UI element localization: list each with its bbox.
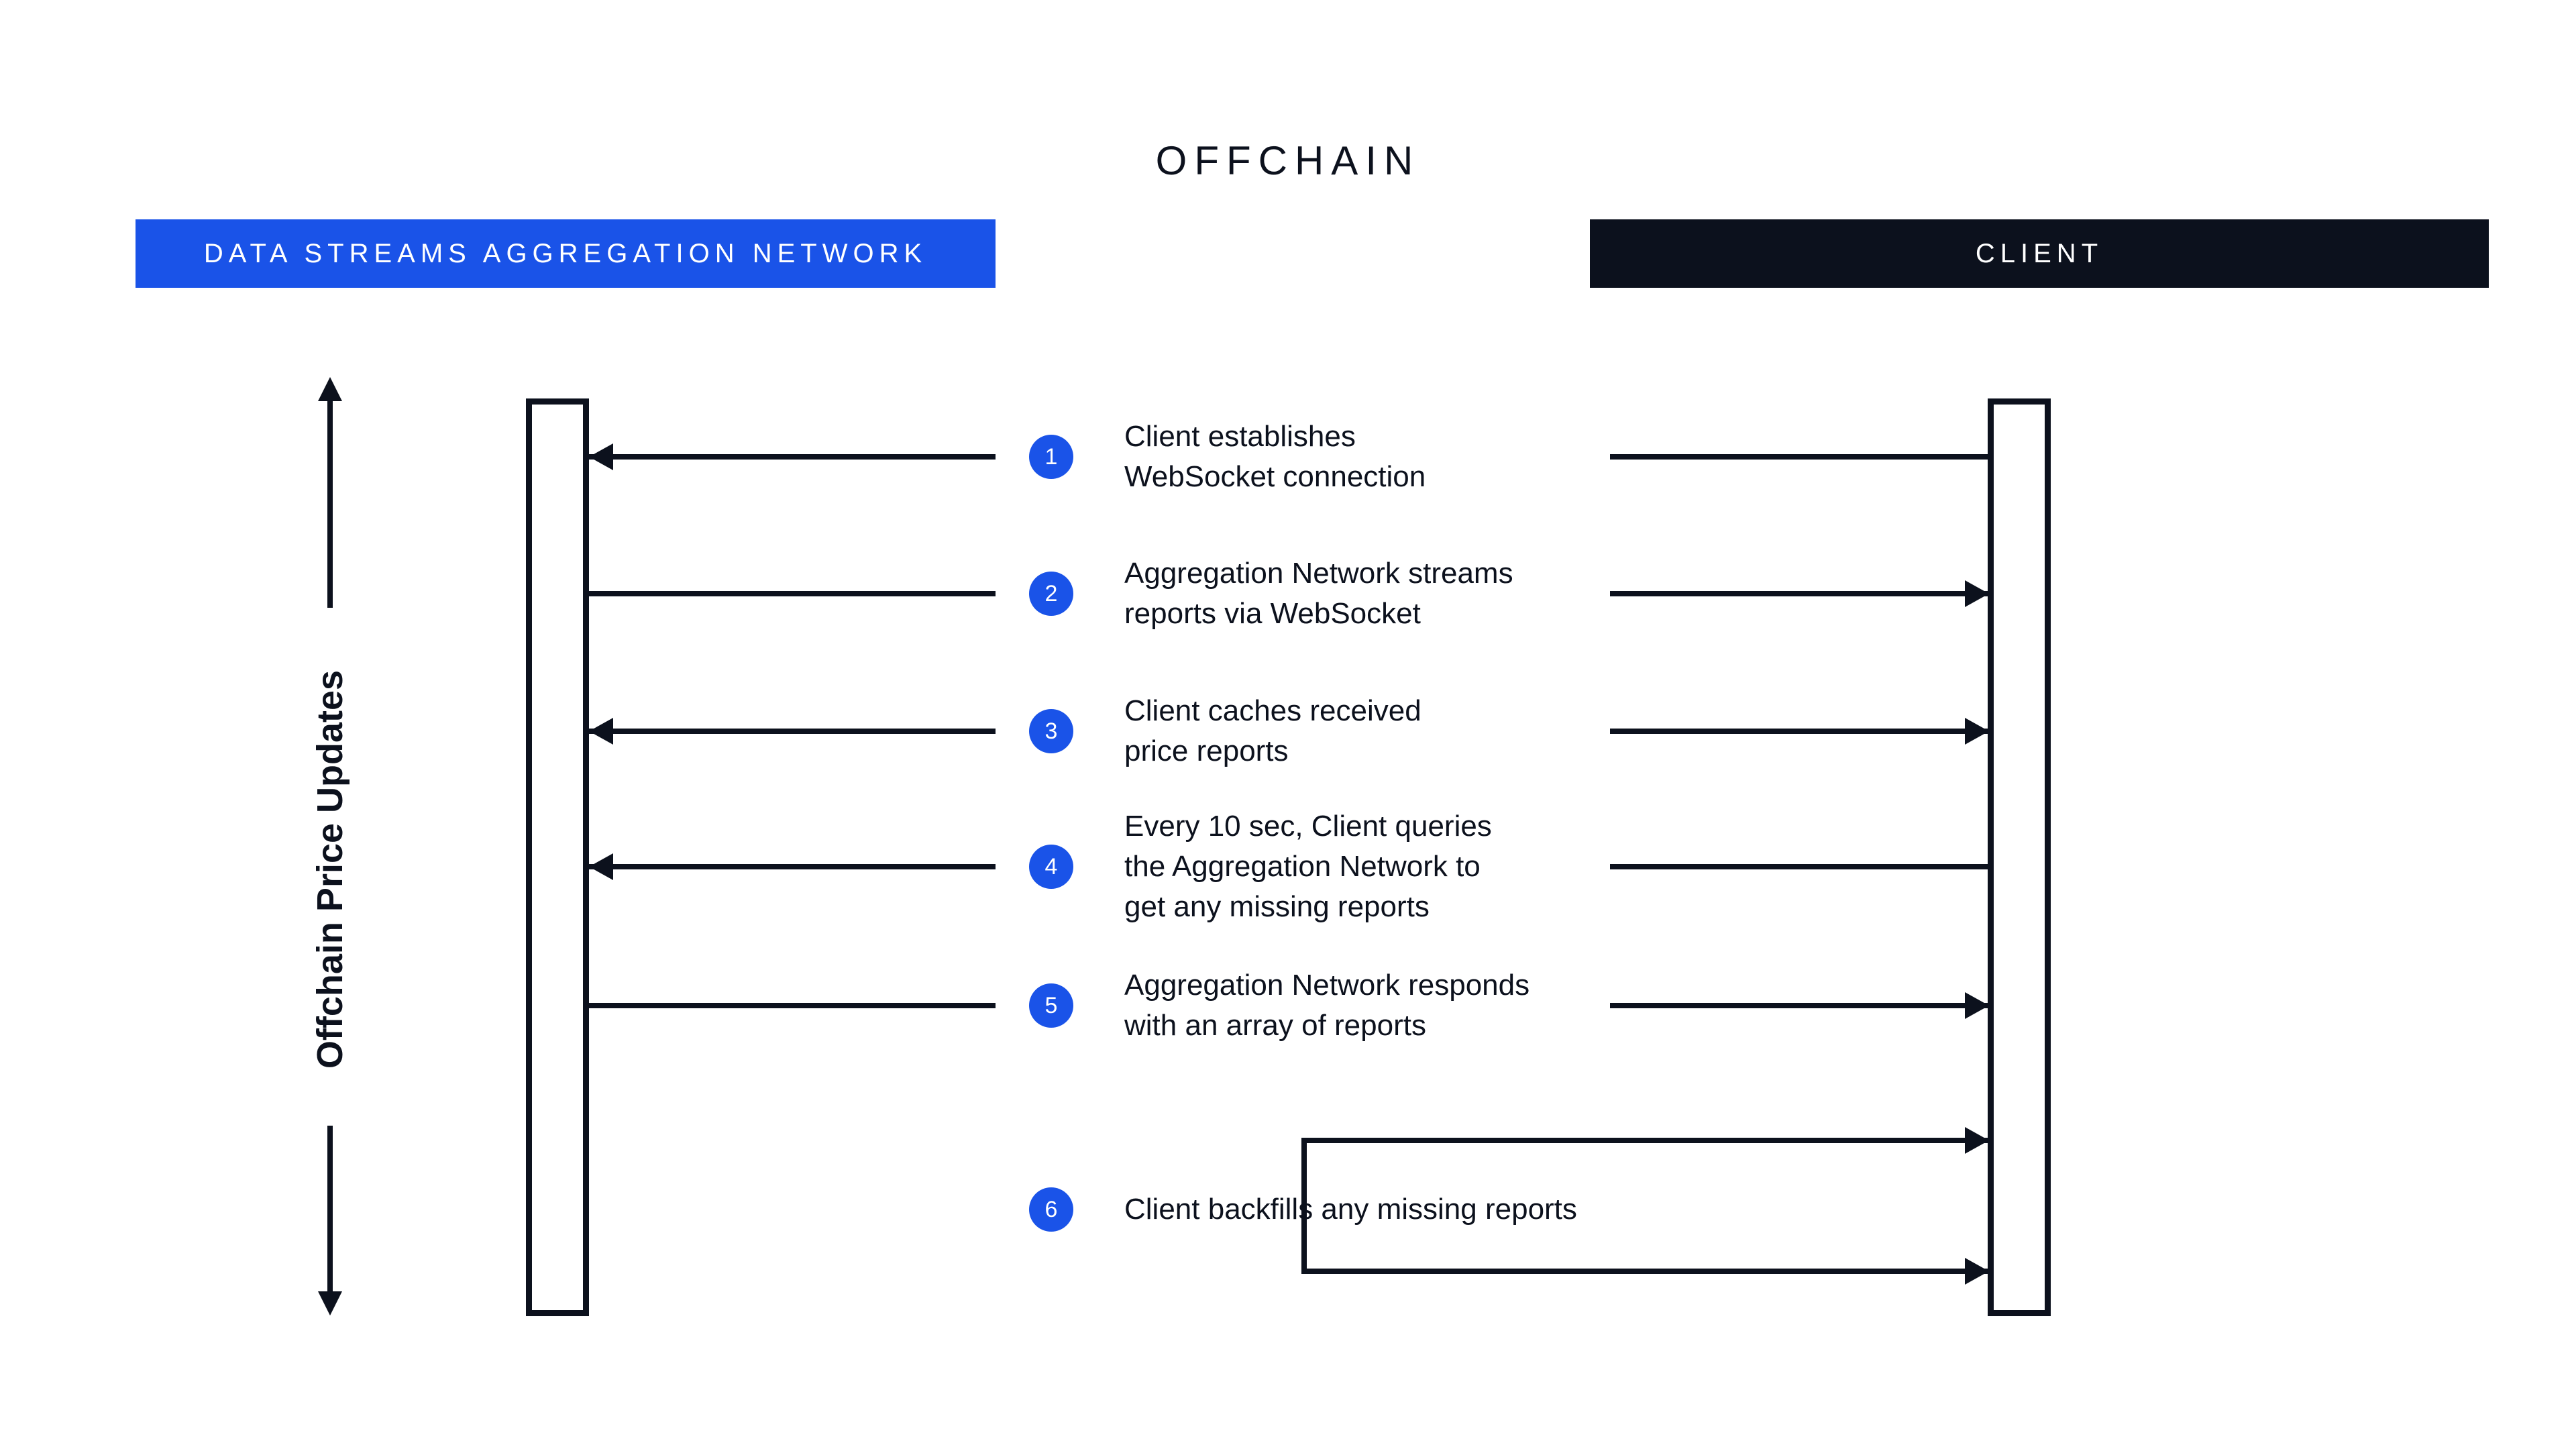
step3-number-badge: 3 xyxy=(1029,709,1073,753)
step1-left-line xyxy=(589,454,996,460)
step1-arrowhead-left-icon xyxy=(589,443,613,470)
participant-aggregation-network: DATA STREAMS AGGREGATION NETWORK xyxy=(136,219,996,288)
step3-arrowhead-left-icon xyxy=(589,718,613,745)
lifeline-client xyxy=(1988,398,2051,1316)
participant-client-label: CLIENT xyxy=(1975,238,2104,268)
step4-right-line xyxy=(1610,864,1989,869)
step6-bracket-vertical xyxy=(1301,1138,1307,1274)
axis-label: Offchain Price Updates xyxy=(310,669,350,1069)
step4-number: 4 xyxy=(1044,853,1058,879)
step2-text: Aggregation Network streams reports via … xyxy=(1124,557,1513,630)
step5-number-badge: 5 xyxy=(1029,983,1073,1028)
step5-arrowhead-right-icon xyxy=(1965,992,1989,1019)
step2-right-line xyxy=(1610,591,1989,596)
step3-right-line xyxy=(1610,729,1989,734)
step1-number-badge: 1 xyxy=(1029,435,1073,479)
step5-right-line xyxy=(1610,1003,1989,1008)
step2-number: 2 xyxy=(1044,580,1058,606)
step2-left-line xyxy=(589,591,996,596)
step1-text: Client establishes WebSocket connection xyxy=(1124,420,1426,493)
axis-arrow-up-icon xyxy=(318,377,342,401)
step4-arrowhead-left-icon xyxy=(589,853,613,880)
participant-aggregation-network-label: DATA STREAMS AGGREGATION NETWORK xyxy=(203,238,928,268)
step3-number: 3 xyxy=(1044,718,1058,744)
diagram-title: OFFCHAIN xyxy=(1155,138,1421,183)
participant-client: CLIENT xyxy=(1590,219,2489,288)
step5-number: 5 xyxy=(1044,992,1058,1018)
step6-top-line xyxy=(1301,1138,1989,1143)
step6-text: Client backfills any missing reports xyxy=(1124,1193,1577,1226)
step4-number-badge: 4 xyxy=(1029,845,1073,889)
step4-text: Every 10 sec, Client queries the Aggrega… xyxy=(1124,810,1492,923)
step3-left-line xyxy=(589,729,996,734)
lifeline-aggregation-network xyxy=(526,398,589,1316)
step4-left-line xyxy=(589,864,996,869)
step2-number-badge: 2 xyxy=(1029,572,1073,616)
axis-shaft-bottom xyxy=(327,1126,333,1291)
axis-arrow-down-icon xyxy=(318,1291,342,1316)
axis-shaft-top xyxy=(327,398,333,608)
step1-right-line xyxy=(1610,454,1989,460)
step6-number-badge: 6 xyxy=(1029,1187,1073,1232)
step6-bottom-line xyxy=(1301,1269,1989,1274)
step3-arrowhead-right-icon xyxy=(1965,718,1989,745)
step1-number: 1 xyxy=(1044,443,1058,470)
step6-bottom-arrowhead-right-icon xyxy=(1965,1258,1989,1285)
step3-text: Client caches received price reports xyxy=(1124,694,1421,767)
step2-arrowhead-right-icon xyxy=(1965,580,1989,607)
step5-text: Aggregation Network responds with an arr… xyxy=(1124,969,1530,1042)
step6-number: 6 xyxy=(1044,1196,1058,1222)
step6-top-arrowhead-right-icon xyxy=(1965,1127,1989,1154)
step5-left-line xyxy=(589,1003,996,1008)
